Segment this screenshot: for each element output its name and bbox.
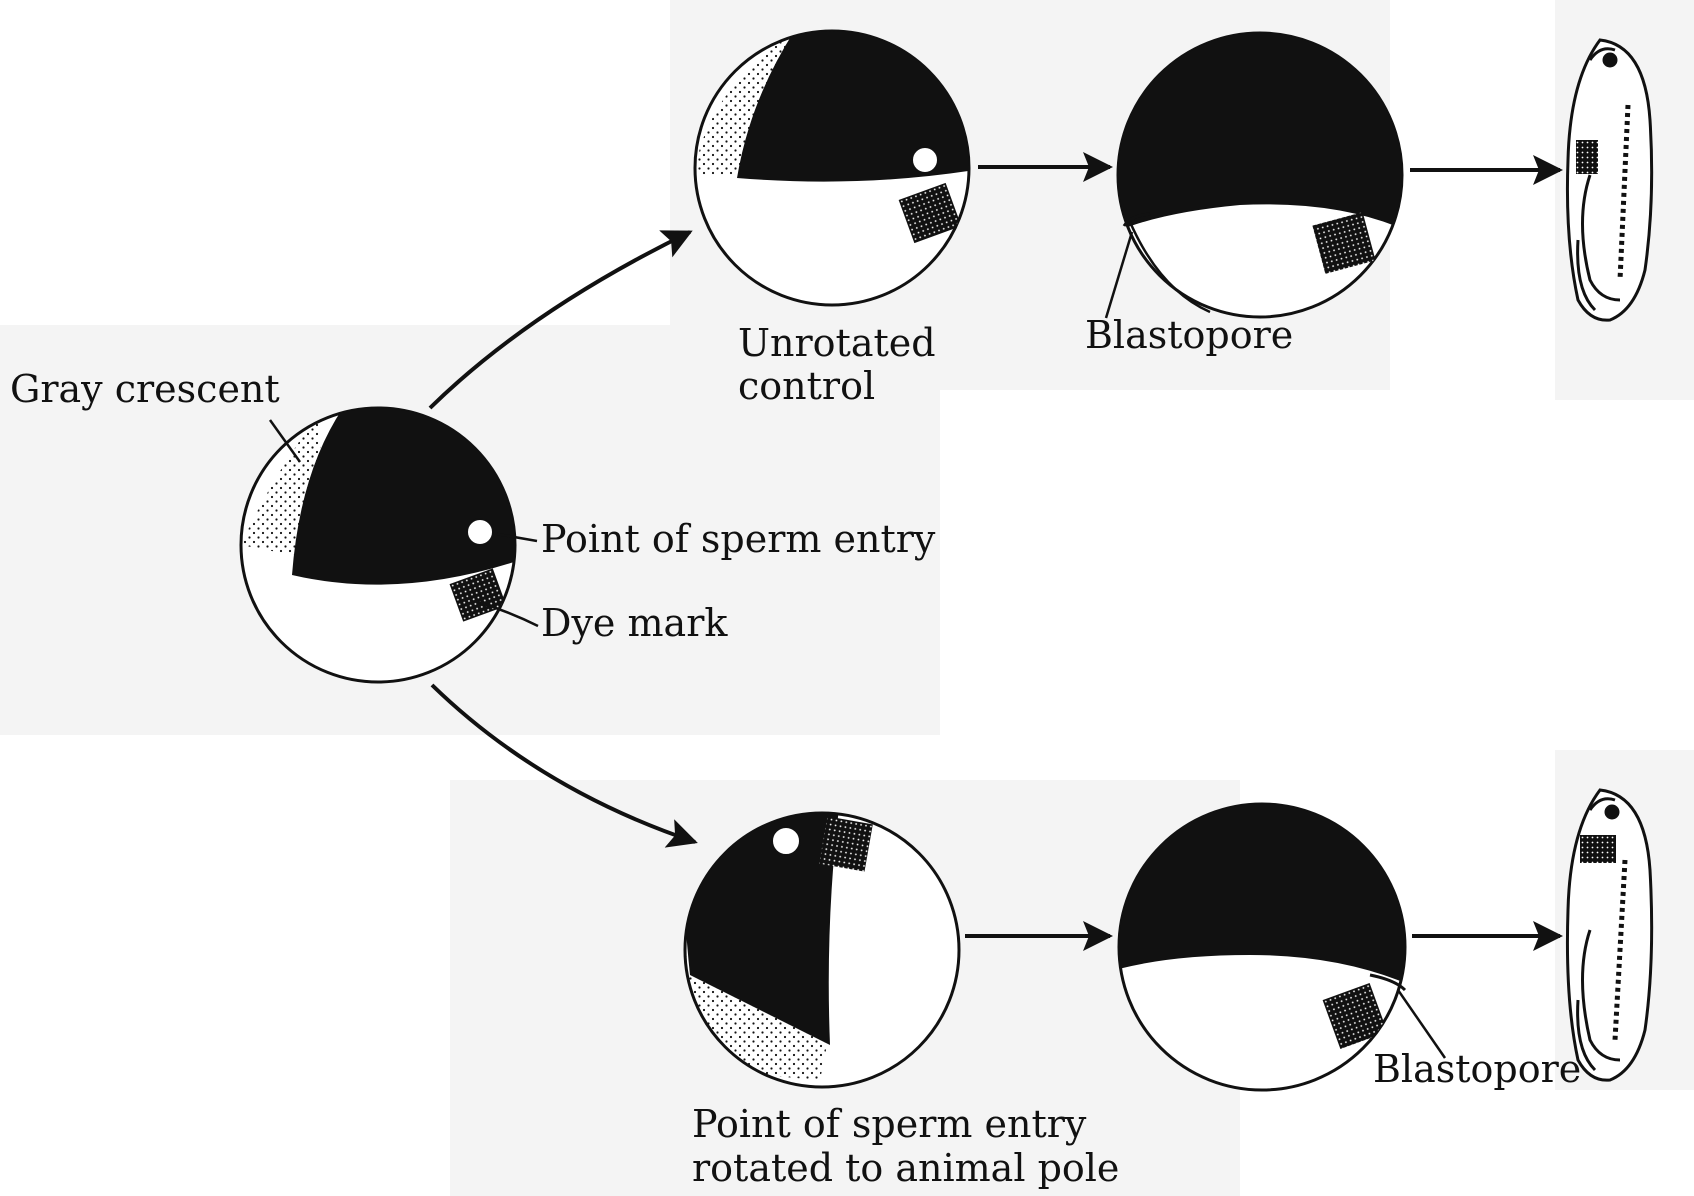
arrow-to-unrotated bbox=[428, 230, 693, 410]
pigmented-animal-hemisphere bbox=[685, 813, 840, 1045]
dye-mark-patch bbox=[898, 182, 962, 244]
blastopore-lip bbox=[1369, 973, 1407, 992]
label-point-of-sperm-entry: Point of sperm entry bbox=[541, 517, 936, 561]
label-dye-mark: Dye mark bbox=[541, 601, 728, 645]
pigmented-region bbox=[1118, 33, 1402, 232]
tadpole-bottom bbox=[1565, 788, 1654, 1082]
sperm-entry-leader bbox=[496, 532, 538, 543]
tadpole-top bbox=[1565, 38, 1654, 322]
pigmented-region bbox=[1119, 804, 1405, 985]
gastrula-bottom bbox=[1117, 802, 1407, 1092]
arrow-to-rotated bbox=[430, 683, 698, 848]
sperm-entry-point bbox=[466, 518, 494, 546]
gray-crescent-leader bbox=[268, 419, 302, 463]
egg-rotated bbox=[683, 811, 961, 1089]
dye-mark-patch bbox=[1580, 835, 1616, 863]
label-blastopore-bottom: Blastopore bbox=[1373, 1047, 1581, 1091]
dye-mark-leader bbox=[477, 600, 539, 628]
gastrula-top bbox=[1116, 31, 1404, 319]
dye-mark-patch bbox=[819, 816, 873, 872]
dye-mark-patch bbox=[1576, 140, 1598, 174]
blastopore-top-leader bbox=[1104, 231, 1134, 319]
sperm-entry-point bbox=[911, 146, 939, 174]
sperm-entry-point bbox=[771, 826, 801, 856]
blastopore-bottom-leader bbox=[1396, 989, 1447, 1059]
blastopore-lip bbox=[1122, 212, 1151, 227]
label-blastopore-top: Blastopore bbox=[1085, 313, 1293, 357]
label-rotated-line1: Point of sperm entry bbox=[692, 1102, 1087, 1146]
label-unrotated: Unrotated bbox=[738, 321, 936, 365]
dye-mark-patch bbox=[449, 568, 507, 622]
label-gray-crescent: Gray crescent bbox=[10, 367, 280, 411]
dye-mark-patch bbox=[1312, 212, 1376, 274]
dye-mark-patch bbox=[1322, 983, 1388, 1049]
label-control: control bbox=[738, 364, 875, 408]
label-rotated-line2: rotated to animal pole bbox=[692, 1146, 1119, 1190]
